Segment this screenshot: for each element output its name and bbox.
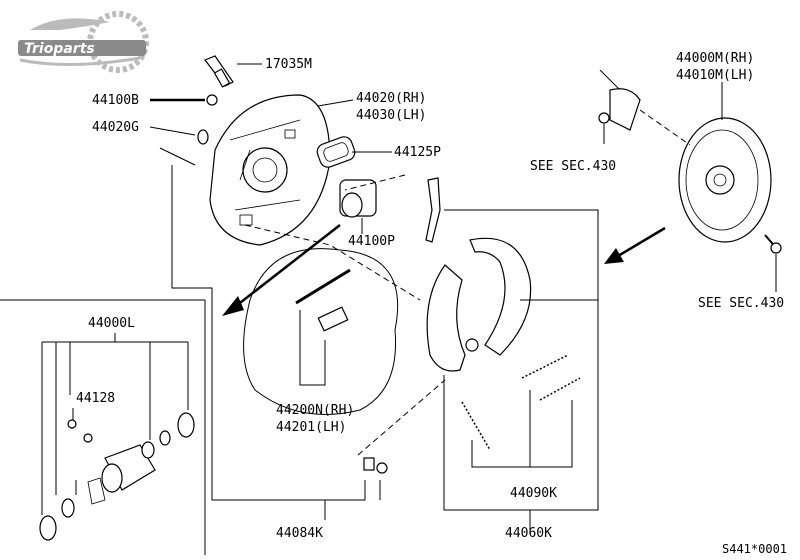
- drum-assembly-part: [678, 117, 772, 243]
- label-44030-lh: 44030(LH): [356, 108, 426, 123]
- brake-shoe-part: [426, 237, 532, 372]
- brand-logo: Trioparts: [18, 11, 149, 73]
- adjuster-group: [243, 248, 399, 415]
- backing-plate-part: [209, 94, 331, 246]
- springs-part: [461, 354, 581, 451]
- label-44010m-lh: 44010M(LH): [676, 68, 754, 83]
- label-see-sec-430-top: SEE SEC.430: [530, 159, 616, 174]
- label-44128: 44128: [76, 391, 115, 406]
- label-44020g: 44020G: [92, 120, 139, 135]
- label-44000m-rh: 44000M(RH): [676, 51, 754, 66]
- cover-plate-part: [609, 88, 641, 131]
- label-see-sec-430-bottom: SEE SEC.430: [698, 296, 784, 311]
- label-44090k: 44090K: [510, 486, 557, 501]
- label-44100b: 44100B: [92, 93, 139, 108]
- gasket-44125p-part: [316, 136, 356, 168]
- wheel-cylinder-44100p-part: [339, 179, 377, 218]
- label-44000l: 44000L: [88, 316, 135, 331]
- label-44060k: 44060K: [505, 526, 552, 541]
- reference-code: S441*0001: [722, 542, 787, 556]
- logo-text: Trioparts: [24, 41, 95, 57]
- label-44201-lh: 44201(LH): [276, 420, 346, 435]
- label-44084k: 44084K: [276, 526, 323, 541]
- label-44020-rh: 44020(RH): [356, 91, 426, 106]
- label-44200n-rh: 44200N(RH): [276, 403, 354, 418]
- wheel-cylinder-44000l-part: [39, 412, 195, 541]
- bolt-17035m-part: [204, 55, 234, 88]
- lever-part: [425, 177, 441, 243]
- label-17035m: 17035M: [265, 57, 312, 72]
- label-44100p: 44100P: [348, 234, 395, 249]
- label-44125p: 44125P: [394, 145, 441, 160]
- nut-part: [363, 457, 388, 474]
